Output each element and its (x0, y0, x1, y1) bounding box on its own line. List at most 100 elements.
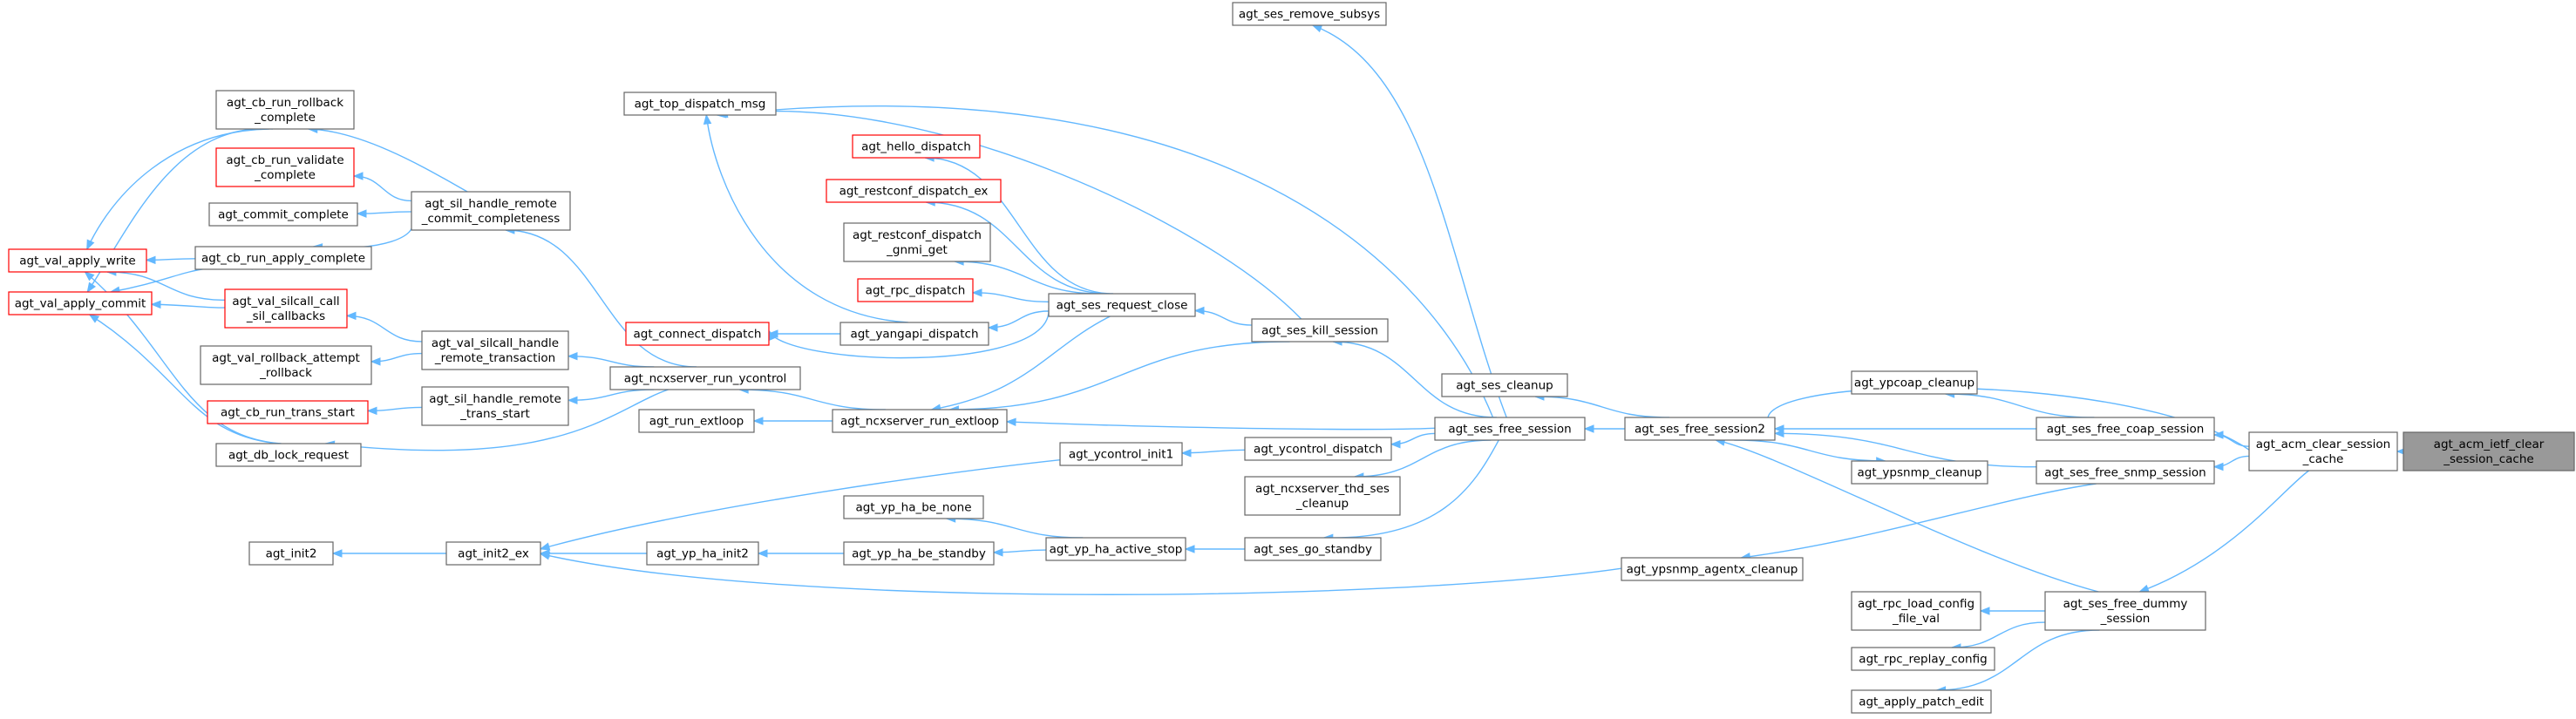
node-label: agt_ypsnmp_agentx_cleanup (1627, 563, 1798, 577)
function-node-free-snmp[interactable]: agt_ses_free_snmp_session (2036, 460, 2215, 485)
node-label: agt_cb_run_validate (226, 153, 343, 167)
edge-kill-session-to-request-close (1193, 306, 1253, 326)
node-box (215, 147, 355, 187)
function-node-ypsnmp-cleanup[interactable]: agt_ypsnmp_cleanup (1851, 460, 1988, 485)
function-node-val-silcall-call[interactable]: agt_val_silcall_call_sil_callbacks (224, 288, 348, 329)
edge-cb-apply-to-val-apply-write (145, 255, 196, 265)
function-node-connect-dispatch[interactable]: agt_connect_dispatch (625, 322, 770, 346)
function-node-val-apply-commit[interactable]: agt_val_apply_commit (8, 291, 153, 315)
function-node-cb-trans-start[interactable]: agt_cb_run_trans_start (207, 400, 369, 424)
function-node-db-lock-request[interactable]: agt_db_lock_request (215, 443, 362, 467)
node-label: agt_yp_ha_be_standby (852, 547, 986, 561)
node-box (1059, 442, 1183, 466)
node-box (1851, 689, 1992, 714)
function-node-sil-trans-start[interactable]: agt_sil_handle_remote_trans_start (421, 386, 569, 426)
edge-free-snmp-to-free-session2 (1773, 429, 2037, 468)
node-box (8, 291, 153, 315)
node-box (623, 92, 777, 116)
node-label: _complete (254, 111, 316, 125)
node-label: agt_rpc_replay_config (1859, 653, 1987, 667)
node-label: agt_ses_remove_subsys (1239, 8, 1380, 22)
function-node-restconf-dispatch-ex[interactable]: agt_restconf_dispatch_ex (826, 179, 1002, 203)
function-node-cb-apply[interactable]: agt_cb_run_apply_complete (194, 246, 372, 270)
function-node-remove-subsys[interactable]: agt_ses_remove_subsys (1232, 2, 1387, 26)
node-box (411, 191, 571, 231)
node-label: agt_restconf_dispatch (853, 228, 982, 242)
function-node-yp-ha-active-stop[interactable]: agt_yp_ha_active_stop (1045, 537, 1186, 561)
function-node-rpc-dispatch[interactable]: agt_rpc_dispatch (857, 278, 974, 302)
function-node-yp-ha-be-none[interactable]: agt_yp_ha_be_none (843, 495, 984, 519)
node-label: agt_ses_free_dummy (2063, 597, 2188, 611)
function-node-free-dummy[interactable]: agt_ses_free_dummy_session (2044, 591, 2206, 631)
function-node-yp-ha-init2[interactable]: agt_yp_ha_init2 (646, 541, 759, 566)
node-label: agt_run_extloop (649, 415, 744, 429)
node-label: agt_val_apply_write (19, 254, 136, 268)
function-node-ypsnmp-agentx[interactable]: agt_ypsnmp_agentx_cleanup (1621, 557, 1804, 581)
function-node-val-silcall-remote[interactable]: agt_val_silcall_handle_remote_transactio… (421, 330, 569, 370)
node-box (2036, 417, 2215, 441)
node-box (1851, 460, 1988, 485)
edge-init2-ex-to-init2 (331, 549, 446, 558)
function-node-run-extloop[interactable]: agt_ncxserver_run_extloop (832, 409, 1008, 433)
function-node-commit-complete[interactable]: agt_commit_complete (208, 202, 358, 227)
function-node-ncx-thd-cleanup[interactable]: agt_ncxserver_thd_ses_cleanup (1244, 476, 1401, 516)
function-node-cb-rollback[interactable]: agt_cb_run_rollback_complete (215, 90, 355, 130)
edge-free-session-to-top-dispatch (716, 105, 1494, 418)
function-node-acm-clear[interactable]: agt_acm_clear_session_cache (2248, 431, 2398, 471)
node-label: agt_init2 (266, 547, 317, 561)
node-label: agt_val_silcall_handle (432, 336, 559, 350)
node-box (194, 246, 372, 270)
node-box (843, 495, 984, 519)
function-node-run-extloop-plain[interactable]: agt_run_extloop (638, 409, 755, 433)
node-label: agt_acm_ietf_clear (2434, 438, 2545, 451)
function-node-cb-validate[interactable]: agt_cb_run_validate_complete (215, 147, 355, 187)
function-node-sil-commit-complete[interactable]: agt_sil_handle_remote_commit_completenes… (411, 191, 571, 231)
edge-free-coap-to-ypcoap-cleanup (1944, 390, 2095, 418)
node-box (1441, 373, 1568, 397)
node-box (1244, 437, 1392, 461)
function-node-run-ycontrol[interactable]: agt_ncxserver_run_ycontrol (609, 366, 801, 390)
function-node-val-apply-write[interactable]: agt_val_apply_write (8, 248, 147, 273)
node-box (857, 278, 974, 302)
node-label: agt_top_dispatch_msg (635, 98, 766, 112)
function-node-init2[interactable]: agt_init2 (248, 541, 334, 566)
function-node-free-coap[interactable]: agt_ses_free_coap_session (2036, 417, 2215, 441)
node-box (2248, 431, 2398, 471)
node-box (215, 90, 355, 130)
function-node-top-dispatch[interactable]: agt_top_dispatch_msg (623, 92, 777, 116)
node-box (421, 330, 569, 370)
edge-free-coap-to-free-session2 (1773, 424, 2036, 433)
node-label: agt_cb_run_trans_start (221, 406, 355, 420)
function-node-rpc-load-config[interactable]: agt_rpc_load_config_file_val (1851, 591, 1981, 631)
function-node-hello-dispatch[interactable]: agt_hello_dispatch (852, 134, 981, 159)
function-node-ycontrol-init1[interactable]: agt_ycontrol_init1 (1059, 442, 1183, 466)
function-node-yp-ha-be-standby[interactable]: agt_yp_ha_be_standby (843, 541, 995, 566)
node-label: agt_init2_ex (458, 547, 529, 561)
node-box (1434, 417, 1586, 441)
edge-kill-session-to-run-extloop (948, 341, 1290, 414)
edge-free-snmp-to-ypsnmp-agentx (1739, 483, 2097, 561)
function-node-kill-session[interactable]: agt_ses_kill_session (1251, 318, 1389, 343)
edge-yangapi-dispatch-to-top-dispatch (703, 113, 908, 323)
function-node-request-close[interactable]: agt_ses_request_close (1048, 293, 1196, 317)
function-node-free-session2[interactable]: agt_ses_free_session2 (1624, 417, 1776, 441)
function-node-ypcoap-cleanup[interactable]: agt_ypcoap_cleanup (1851, 370, 1978, 395)
function-node-rpc-replay[interactable]: agt_rpc_replay_config (1851, 647, 1995, 671)
node-label: agt_ses_go_standby (1254, 543, 1372, 557)
function-node-restconf-gnmi[interactable]: agt_restconf_dispatch_gnmi_get (843, 222, 991, 262)
function-node-init2-ex[interactable]: agt_init2_ex (445, 541, 541, 566)
function-node-ycontrol-dispatch[interactable]: agt_ycontrol_dispatch (1244, 437, 1392, 461)
function-node-yangapi-dispatch[interactable]: agt_yangapi_dispatch (839, 322, 989, 346)
function-node-go-standby[interactable]: agt_ses_go_standby (1244, 537, 1382, 561)
function-node-free-session[interactable]: agt_ses_free_session (1434, 417, 1586, 441)
function-node-ses-cleanup[interactable]: agt_ses_cleanup (1441, 373, 1568, 397)
function-node-acm-ietf[interactable]: agt_acm_ietf_clear_session_cache (2403, 431, 2575, 471)
node-box (1244, 476, 1401, 516)
edge-ycontrol-dispatch-to-ycontrol-init1 (1180, 449, 1246, 458)
edge-run-ycontrol-to-val-silcall-remote (567, 351, 655, 368)
node-box (208, 202, 358, 227)
edge-free-session-to-remove-subsys (1311, 24, 1507, 418)
function-node-val-rollback[interactable]: agt_val_rollback_attempt_rollback (200, 345, 372, 385)
function-node-apply-patch[interactable]: agt_apply_patch_edit (1851, 689, 1992, 714)
